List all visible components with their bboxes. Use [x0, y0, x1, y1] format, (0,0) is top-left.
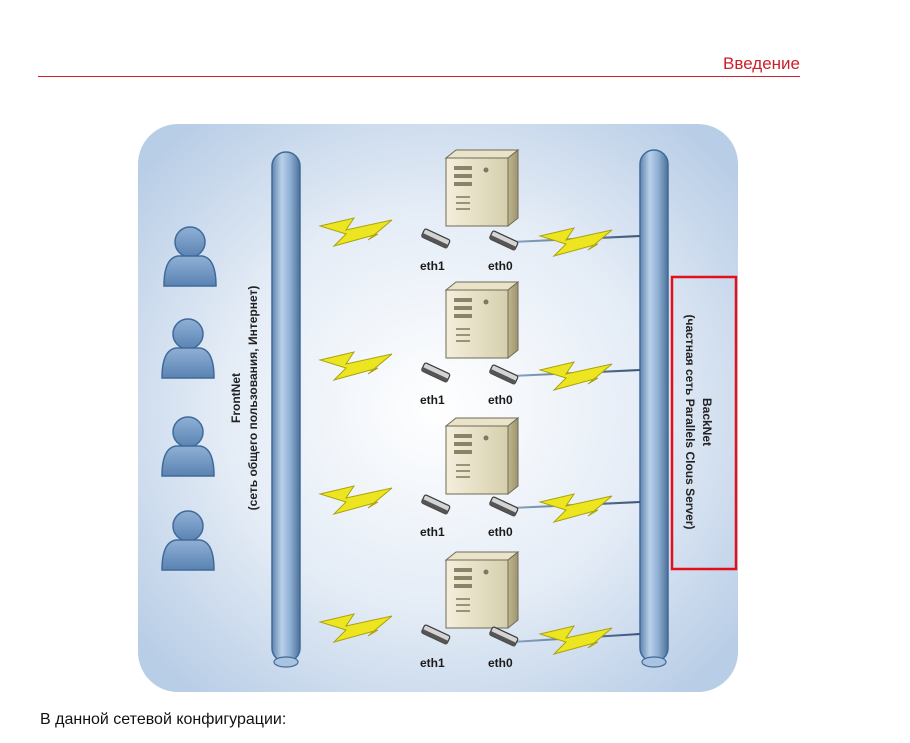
- eth1-label: eth1: [420, 525, 445, 539]
- eth1-label: eth1: [420, 393, 445, 407]
- eth0-label: eth0: [488, 393, 513, 407]
- server-icon-2: [445, 281, 519, 359]
- server-icon-3: [445, 417, 519, 495]
- eth0-label: eth0: [488, 525, 513, 539]
- backnet-description: (частная сеть Parallels Clous Server): [683, 315, 697, 530]
- backnet-highlight-box: [670, 275, 738, 571]
- server-icon-4: [445, 551, 519, 629]
- eth0-label: eth0: [488, 259, 513, 273]
- frontnet-label: FrontNet: [229, 373, 243, 423]
- eth0-label: eth0: [488, 656, 513, 670]
- server-icon-1: [445, 149, 519, 227]
- backnet-pipe: [639, 149, 669, 668]
- server-row-4: eth1 eth0: [300, 551, 641, 670]
- backnet-label: BackNet: [700, 398, 714, 446]
- frontnet-pipe: [271, 151, 301, 668]
- body-paragraph: В данной сетевой конфигурации:: [40, 711, 287, 728]
- eth1-label: eth1: [420, 259, 445, 273]
- header-rule: [38, 76, 800, 77]
- server-row-2: eth1 eth0: [300, 281, 641, 407]
- server-row-1: eth1 eth0: [300, 149, 641, 273]
- eth1-label: eth1: [420, 656, 445, 670]
- server-row-3: eth1 eth0: [300, 417, 641, 539]
- frontnet-description: (сеть общего пользования, Интернет): [246, 286, 260, 511]
- section-title: Введение: [723, 54, 800, 73]
